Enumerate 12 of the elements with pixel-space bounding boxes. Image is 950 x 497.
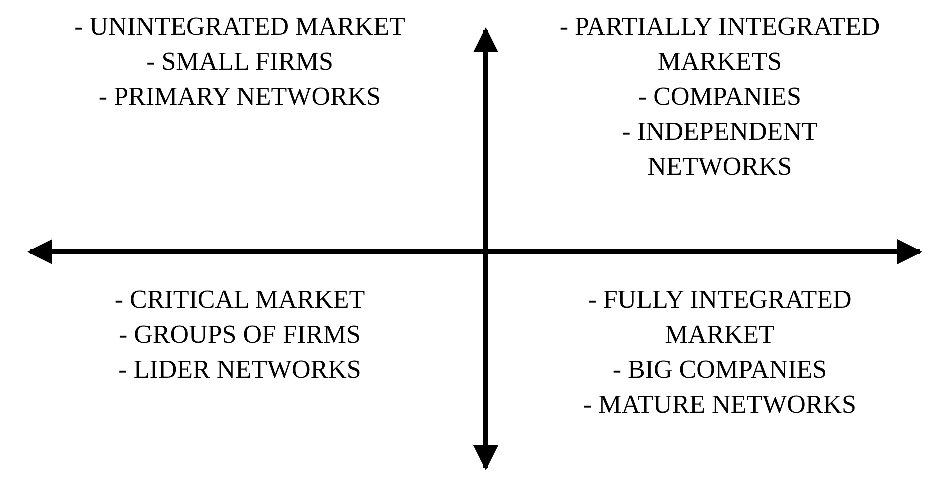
- list-item: - BIG COMPANIES: [612, 354, 828, 386]
- list-item: - SMALL FIRMS: [146, 46, 334, 78]
- list-item: - PRIMARY NETWORKS: [98, 81, 382, 113]
- list-item: - LIDER NETWORKS: [118, 354, 362, 386]
- list-item: - COMPANIES: [638, 81, 802, 113]
- list-item: - FULLY INTEGRATED MARKET: [587, 284, 853, 351]
- list-item: - MATURE NETWORKS: [584, 389, 856, 421]
- list-item: - INDEPENDENT NETWORKS: [621, 116, 819, 183]
- list-item: - GROUPS OF FIRMS: [118, 319, 362, 351]
- list-item: - UNINTEGRATED MARKET: [74, 11, 406, 43]
- list-item: - PARTIALLY INTEGRATED MARKETS: [558, 11, 882, 78]
- list-item: - CRITICAL MARKET: [114, 284, 366, 316]
